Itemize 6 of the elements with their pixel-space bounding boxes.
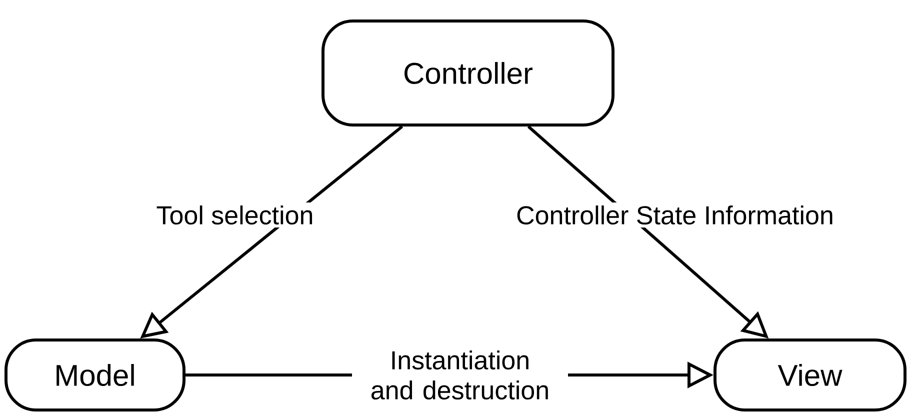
rounded-box: Model — [4, 338, 186, 412]
rounded-box: Controller — [322, 20, 614, 126]
edge-label: Instantiation and destruction — [352, 347, 568, 403]
edge-label: Tool selection — [153, 202, 317, 228]
rounded-box: View — [714, 338, 906, 412]
edge-label: Controller State Information — [513, 202, 837, 228]
